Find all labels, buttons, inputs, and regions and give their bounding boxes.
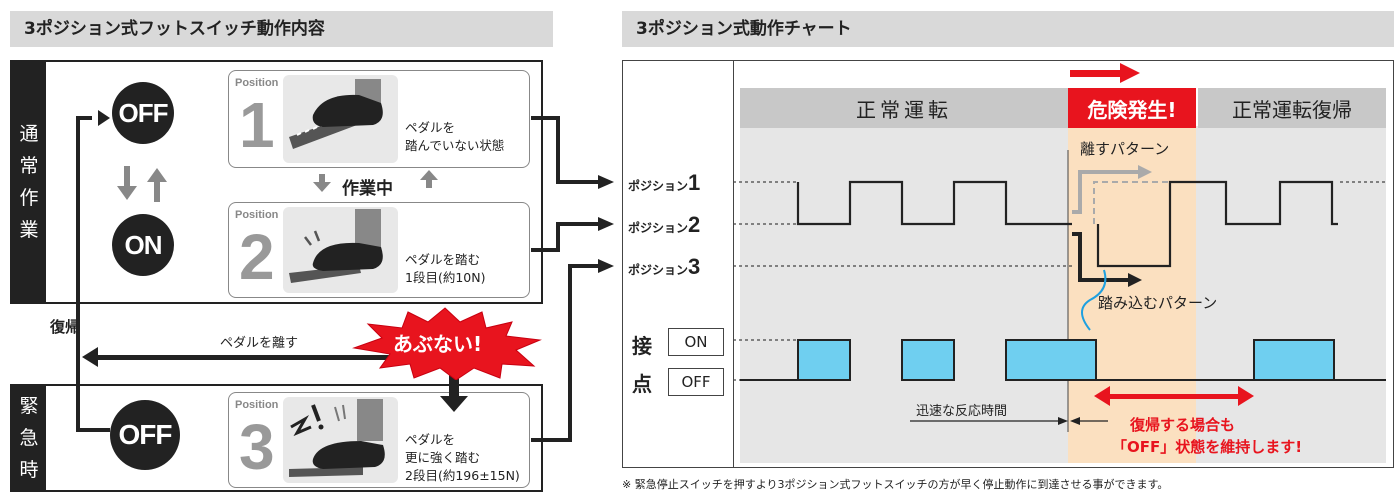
- danger-label: あぶない!: [393, 332, 483, 356]
- release-pattern-label: 離すパターン: [1080, 140, 1170, 158]
- position-3-label: ポジション3: [628, 254, 701, 279]
- off-box: OFF: [668, 368, 724, 396]
- right-section-header: 3ポジション式動作チャート: [622, 11, 1394, 47]
- on-box: ON: [668, 328, 724, 356]
- emergency-label: 緊急時: [12, 386, 46, 490]
- normal-operation-label: 通常作業: [12, 62, 46, 302]
- position-2-label: ポジション2: [628, 212, 701, 237]
- emergency-off-circle: OFF: [110, 400, 180, 470]
- contact-label-2: 点: [632, 372, 652, 396]
- danger-burst-icon: [352, 307, 542, 380]
- normal-band: 正常運転: [740, 88, 1068, 128]
- maintain-off-line2: 「OFF」状態を維持します!: [1112, 438, 1303, 456]
- reaction-time-label: 迅速な反応時間: [916, 404, 1008, 419]
- press-pattern-label: 踏み込むパターン: [1098, 294, 1218, 312]
- foot-pressing-icon: [283, 207, 398, 293]
- left-flow-lines: [76, 110, 614, 442]
- foot-released-icon: [283, 75, 398, 163]
- foot-pressing-hard-icon: [283, 397, 398, 483]
- working-label: 作業中: [342, 179, 393, 199]
- maintain-off-line1: 復帰する場合も: [1130, 416, 1236, 434]
- position-1-label: ポジション1: [628, 170, 701, 195]
- recover-band: 正常運転復帰: [1198, 88, 1386, 128]
- chart-divider: [733, 60, 734, 468]
- contact-label-1: 接: [632, 334, 652, 358]
- off-state-circle: OFF: [112, 82, 174, 144]
- restore-label: 復帰: [50, 318, 81, 336]
- position-1-box: Position 1 ペダルを 踏んでいない状態: [228, 70, 530, 168]
- footnote: ※ 緊急停止スイッチを押すより3ポジション式フットスイッチの方が早く停止動作に到…: [622, 478, 1169, 491]
- danger-band: 危険発生!: [1068, 88, 1196, 128]
- left-section-header: 3ポジション式フットスイッチ動作内容: [10, 11, 553, 47]
- position-3-box: Position 3 ペダルを 更に強く踏む 2段目(約196±15N): [228, 392, 530, 488]
- position-2-box: Position 2 ペダルを踏む 1段目(約10N): [228, 202, 530, 298]
- release-pedal-label: ペダルを離す: [220, 336, 299, 351]
- on-state-circle: ON: [112, 214, 174, 276]
